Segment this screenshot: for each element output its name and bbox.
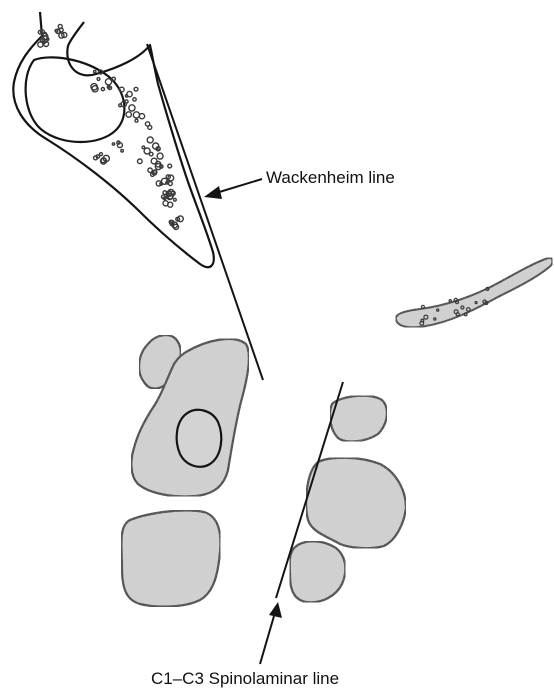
- texture-dot: [145, 122, 149, 126]
- clivus-bone: [13, 12, 213, 267]
- texture-dot: [97, 78, 100, 81]
- texture-dot: [105, 79, 111, 85]
- texture-dot: [147, 137, 153, 143]
- texture-dot: [464, 313, 467, 316]
- hard-palate: [396, 258, 553, 327]
- texture-dot: [168, 182, 172, 186]
- texture-dot: [135, 119, 138, 122]
- texture-dot: [133, 98, 136, 101]
- texture-dot: [94, 70, 96, 72]
- c3-vertebra: [121, 510, 220, 606]
- texture-dot: [174, 198, 177, 201]
- texture-dot: [125, 100, 128, 103]
- texture-dot: [168, 164, 172, 168]
- wackenheim-line-label: Wackenheim line: [266, 168, 395, 188]
- wackenheim-line: [147, 44, 263, 380]
- texture-dot: [144, 148, 150, 154]
- c2-spinous-process: [306, 458, 406, 548]
- texture-dot: [157, 153, 163, 159]
- clivus-outline: [13, 12, 213, 267]
- spinolaminar-arrow: [260, 602, 282, 664]
- texture-dot: [126, 112, 131, 117]
- texture-dot: [121, 149, 124, 152]
- texture-dot: [59, 28, 63, 32]
- texture-dot: [157, 147, 160, 150]
- texture-dot: [148, 168, 152, 172]
- wackenheim-arrow: [204, 179, 262, 199]
- spinolaminar-line-label: C1–C3 Spinolaminar line: [151, 669, 339, 689]
- texture-dot: [100, 153, 103, 156]
- texture-dot: [133, 112, 139, 118]
- texture-dot: [449, 300, 451, 302]
- texture-dot: [134, 87, 138, 91]
- texture-dot: [142, 146, 145, 149]
- c1-posterior-arch: [330, 396, 387, 442]
- texture-dot: [129, 105, 135, 111]
- texture-dot: [163, 191, 167, 195]
- texture-dot: [101, 88, 104, 91]
- texture-dot: [127, 91, 132, 96]
- texture-dot: [112, 77, 115, 80]
- texture-dot: [112, 143, 114, 145]
- texture-dot: [139, 114, 144, 119]
- trabecular-dots: [38, 24, 184, 229]
- texture-dot: [421, 305, 424, 308]
- dens-outline: [177, 410, 222, 467]
- c3-spinous-process: [290, 541, 346, 602]
- texture-dot: [138, 159, 143, 164]
- texture-dot: [151, 158, 157, 164]
